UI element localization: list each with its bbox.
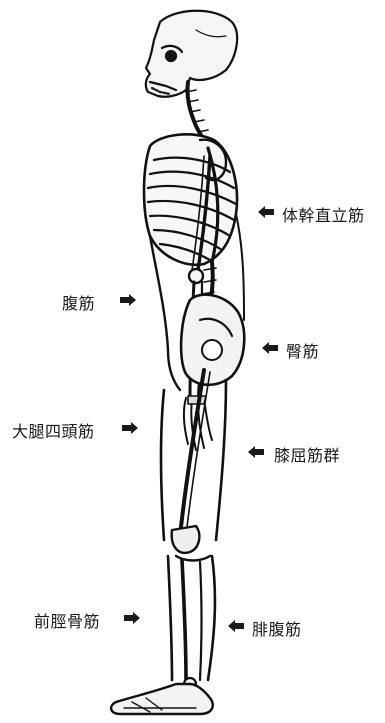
arrow-left-icon xyxy=(248,446,264,458)
arrow-left-icon xyxy=(262,342,278,354)
label-quadriceps: 大腿四頭筋 xyxy=(12,418,95,442)
back-contour xyxy=(236,214,244,320)
ribcage xyxy=(144,134,237,264)
label-tibialis-anterior: 前脛骨筋 xyxy=(34,608,100,632)
label-hamstrings: 膝屈筋群 xyxy=(274,442,340,466)
shin-front xyxy=(168,556,172,680)
thigh-back xyxy=(216,380,226,540)
label-abdominal: 腹筋 xyxy=(62,290,95,314)
arrow-left-icon xyxy=(258,206,274,218)
thigh-front xyxy=(161,390,164,540)
arrow-right-icon xyxy=(120,294,136,306)
tibia xyxy=(182,560,186,680)
label-gastrocnemius: 腓腹筋 xyxy=(252,616,302,640)
arrow-right-icon xyxy=(122,422,138,434)
fibula xyxy=(200,562,202,680)
femur xyxy=(180,370,204,536)
label-erector-spinae: 体幹直立筋 xyxy=(282,202,365,226)
arrow-right-icon xyxy=(124,612,140,624)
calf-back xyxy=(208,556,215,680)
arrow-left-icon xyxy=(228,620,244,632)
patella xyxy=(172,526,200,553)
label-gluteal: 臀筋 xyxy=(286,338,319,362)
